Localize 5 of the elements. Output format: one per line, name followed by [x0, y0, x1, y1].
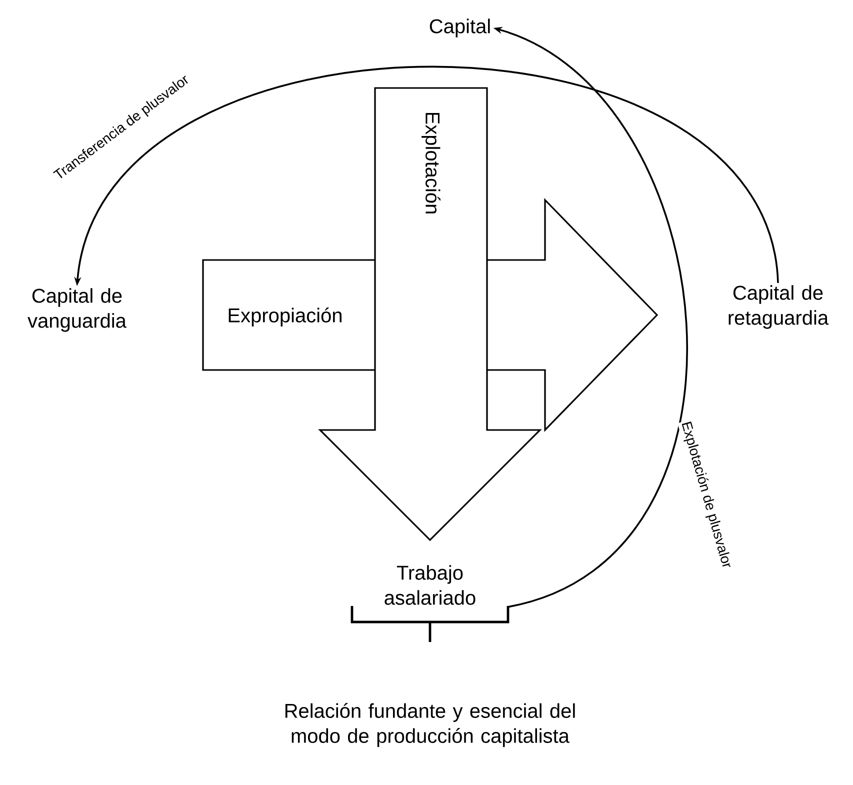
node-label: Trabajo asalariado — [384, 565, 476, 605]
note-text: Relación fundante y esencial del modo de producción capitalista — [285, 703, 575, 747]
node-label: Capital de vanguardia — [28, 288, 126, 332]
node-label: Capital — [430, 18, 490, 38]
node-label: Capital de retaguardia — [728, 285, 829, 329]
